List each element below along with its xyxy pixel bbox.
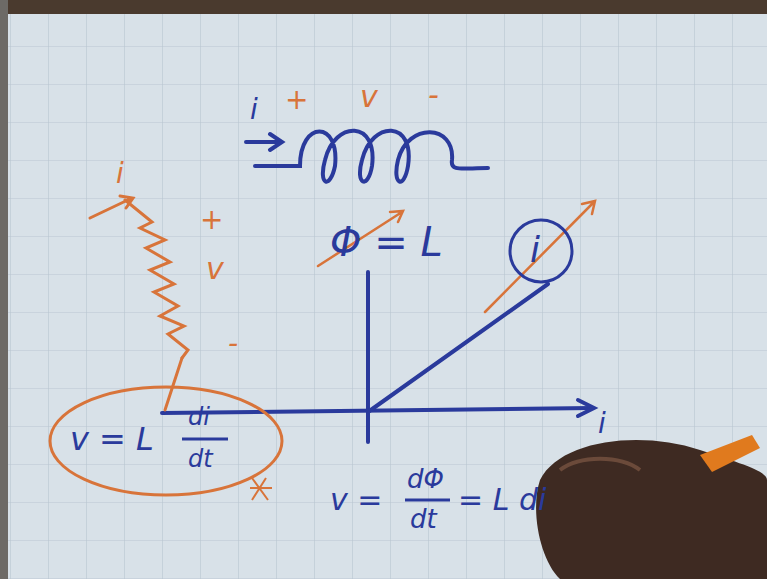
equation-text: = L di [458,485,546,515]
denominator: dt [188,447,213,471]
voltage-label: v [206,254,224,284]
polarity-sign: + [200,206,223,234]
numerator: dΦ [407,466,444,492]
equation-text: v = L [70,423,154,455]
current-label: i [250,96,258,124]
inductor-symbol [90,196,188,410]
scribble [250,478,272,500]
polarity-sign: + [285,86,308,114]
fraction-bar [405,499,450,502]
current-symbol: i [530,232,540,268]
axes [162,272,594,442]
numerator: di [188,405,210,429]
equation-text: v = [330,485,382,515]
outline [508,218,574,284]
flux-equation: Φ = L [330,222,443,262]
axis-label: i [598,410,606,438]
current-label: i [116,160,124,188]
voltage-label: v [360,82,378,112]
polarity-sign: - [228,330,238,358]
circled-variable: i [508,218,574,284]
circled-equation: v = L di dt [48,385,284,497]
inductor-symbol [246,131,488,182]
polarity-sign: - [428,80,439,110]
denominator: dt [410,506,437,532]
increase-arrows [318,201,595,312]
hand [536,435,767,579]
